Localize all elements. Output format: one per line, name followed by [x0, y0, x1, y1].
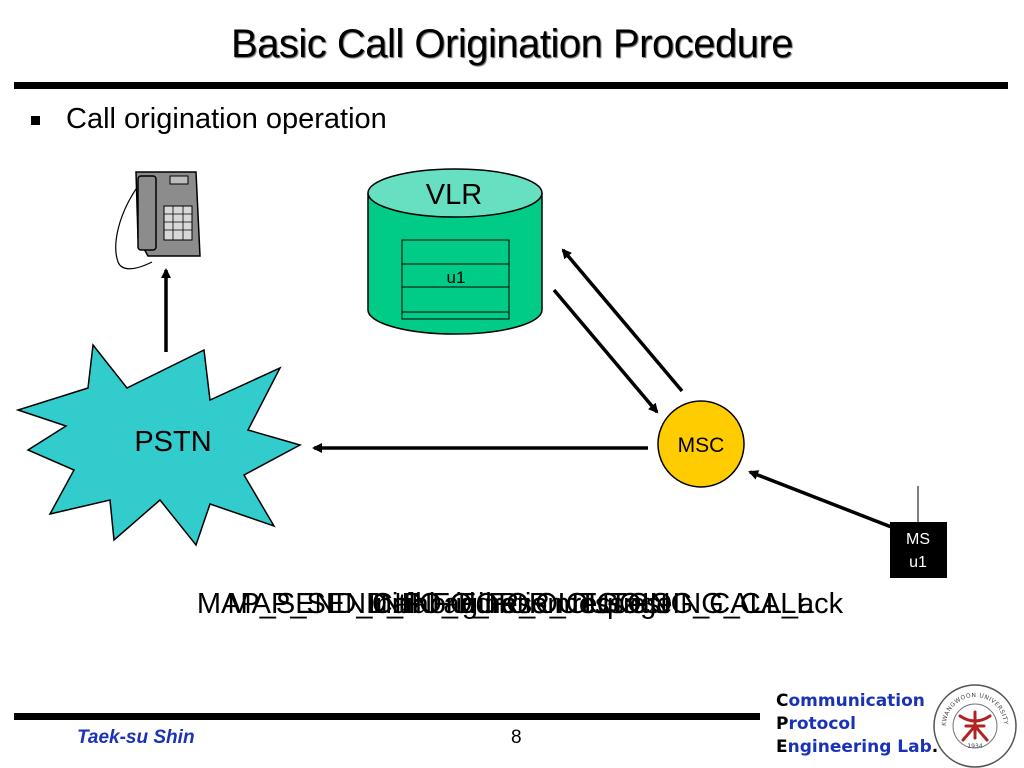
seal-year: 1934 — [967, 743, 982, 750]
arrow-msc-to-vlr — [561, 248, 684, 393]
message-call-origination-request: Call origination request — [371, 588, 669, 620]
arrow-ms-to-msc — [748, 470, 895, 530]
lab-dot: . — [931, 737, 939, 757]
message-send-info: MAP_SEND_INFO_FOR_OUTGOING_CALL — [227, 588, 813, 620]
pstn-cloud — [15, 343, 302, 547]
msc-node — [657, 400, 745, 488]
lab-word-engineering: ngineering Lab — [787, 737, 932, 757]
msc-label: MSC — [678, 434, 725, 457]
arrow-vlr-to-msc — [552, 288, 659, 414]
page-number: 8 — [511, 727, 522, 748]
ms-device — [890, 522, 947, 578]
lab-initial-e: E — [776, 737, 788, 757]
lab-initial-c: C — [776, 691, 789, 711]
ms-label: MS — [906, 531, 930, 548]
bullet-marker — [31, 116, 40, 125]
lab-word-communication: ommunication — [788, 691, 925, 711]
footer-author: Taek-su Shin — [77, 727, 195, 748]
telephone-icon — [115, 171, 201, 270]
footer-divider — [14, 713, 760, 720]
message-send-info-ack: MAP_SEND_INFO_FOR_OUTGOING_CALL_ack — [196, 588, 844, 620]
slide-title: Basic Call Origination Procedure — [230, 22, 794, 66]
lab-name: Communication Protocol Engineering Lab. — [776, 690, 938, 759]
message-initial-address: Initial address message — [367, 588, 673, 620]
bullet-text: Call origination operation — [66, 103, 387, 135]
title-divider — [14, 82, 1008, 89]
ms-id: u1 — [909, 554, 927, 571]
seal-emblem-icon — [958, 710, 992, 742]
vlr-record-u1: u1 — [447, 268, 466, 287]
vlr-label: VLR — [426, 179, 482, 211]
lab-initial-p: P — [776, 714, 789, 734]
lab-word-protocol: rotocol — [788, 714, 856, 734]
vlr-database — [367, 168, 543, 335]
pstn-label: PSTN — [134, 426, 211, 458]
university-seal-logo: KWANGWOON UNIVERSITY 1934 — [933, 684, 1017, 768]
